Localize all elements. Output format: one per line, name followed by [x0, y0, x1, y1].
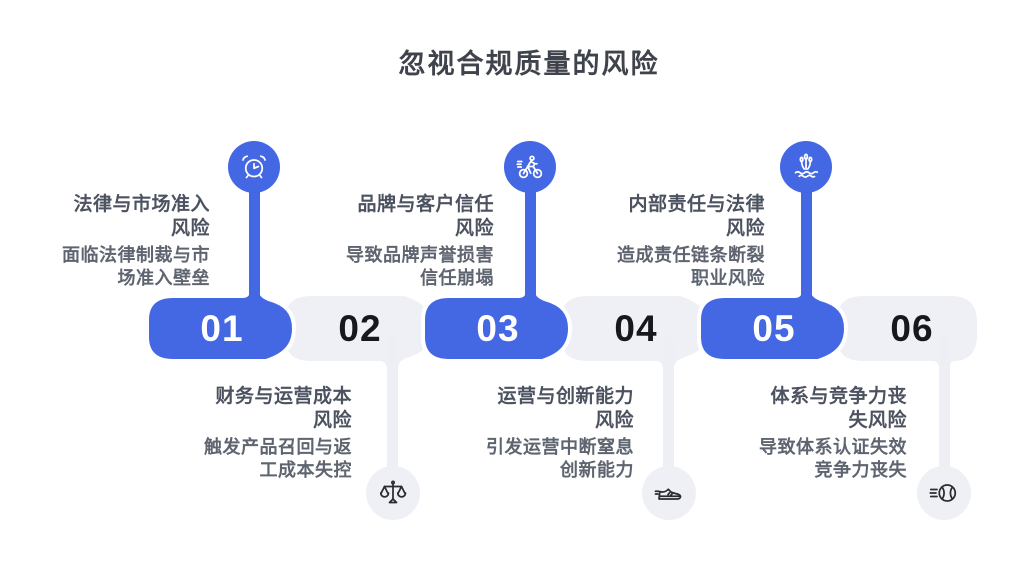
item-title: 法律与市场准入 风险: [73, 194, 210, 239]
item-title: 运营与创新能力 风险: [497, 386, 634, 431]
step-01-node: [228, 141, 280, 193]
connector-step-05: [801, 168, 812, 323]
item-step-06: 体系与竞争力丧 失风险 导致体系认证失效 竞争力丧失: [735, 385, 907, 482]
step-04-node: [642, 466, 696, 520]
item-title: 内部责任与法律 风险: [628, 194, 765, 239]
item-step-05: 内部责任与法律 风险 造成责任链条断裂 职业风险: [593, 193, 765, 290]
step-number-04: 04: [614, 308, 658, 349]
step-06-node: [917, 466, 971, 520]
item-description: 触发产品召回与返 工成本失控: [204, 437, 352, 480]
connector-step-02: [387, 335, 398, 471]
item-title: 品牌与客户信任 风险: [357, 194, 494, 239]
item-step-03: 品牌与客户信任 风险 导致品牌声誉损害 信任崩塌: [322, 193, 494, 290]
item-description: 引发运营中断窒息 创新能力: [486, 437, 634, 480]
item-step-04: 运营与创新能力 风险 引发运营中断窒息 创新能力: [462, 385, 634, 482]
cyclist-icon: [515, 152, 545, 182]
item-description: 导致体系认证失效 竞争力丧失: [759, 437, 907, 480]
running-shoe-icon: [654, 478, 684, 508]
item-description: 导致品牌声誉损害 信任崩塌: [346, 245, 494, 288]
step-number-01: 01: [200, 308, 244, 349]
water-plant-icon: [791, 152, 821, 182]
item-title: 财务与运营成本 风险: [215, 386, 352, 431]
connector-step-03: [525, 168, 536, 323]
connector-step-01: [249, 168, 260, 323]
item-description: 面临法律制裁与市 场准入壁垒: [62, 245, 210, 288]
step-number-06: 06: [890, 308, 934, 349]
item-step-01: 法律与市场准入 风险 面临法律制裁与市 场准入壁垒: [38, 193, 210, 290]
alarm-clock-icon: [239, 152, 269, 182]
step-number-03: 03: [476, 308, 520, 349]
scales-icon: [378, 478, 408, 508]
item-description: 造成责任链条断裂 职业风险: [617, 245, 765, 288]
connector-step-04: [663, 335, 674, 471]
step-number-05: 05: [752, 308, 796, 349]
step-number-02: 02: [338, 308, 382, 349]
connector-step-06: [939, 335, 950, 471]
step-03-node: [504, 141, 556, 193]
page-title: 忽视合规质量的风险: [398, 49, 660, 79]
ball-icon: [929, 478, 959, 508]
item-step-02: 财务与运营成本 风险 触发产品召回与返 工成本失控: [180, 385, 352, 482]
item-title: 体系与竞争力丧 失风险: [770, 386, 907, 431]
step-05-node: [780, 141, 832, 193]
step-02-node: [366, 466, 420, 520]
